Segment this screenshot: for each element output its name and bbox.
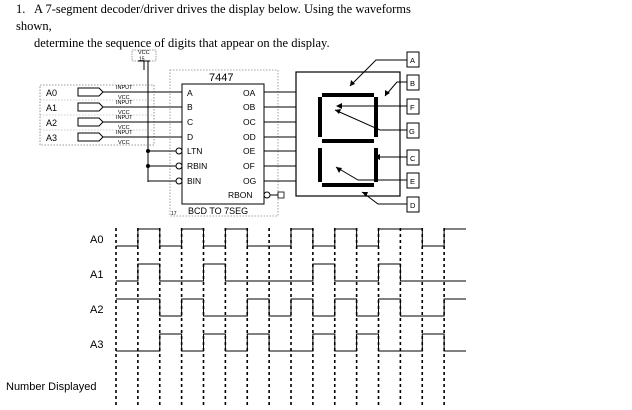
pin-od: OD <box>243 132 256 142</box>
segment-box-c: C <box>406 149 420 166</box>
question-text: 1.A 7-segment decoder/driver drives the … <box>16 1 446 52</box>
vcc-tag-a2: VCC <box>118 125 130 131</box>
input-port-a2: A2 INPUT VCC <box>46 115 182 131</box>
pin-rbin: RBIN <box>187 161 207 171</box>
input-label-a0: A0 <box>46 88 57 98</box>
chip-title: 7447 <box>209 72 233 84</box>
pin-oe: OE <box>243 146 256 156</box>
input-tag-a2: INPUT <box>116 115 133 121</box>
waveforms <box>116 228 466 352</box>
pin-rbon: RBON <box>228 190 253 200</box>
timing-label-a1: A1 <box>90 269 103 281</box>
input-tag-a0: INPUT <box>116 85 133 91</box>
pin-b: B <box>187 102 193 112</box>
question-line-1: A 7-segment decoder/driver drives the di… <box>16 2 411 33</box>
question-line-2: determine the sequence of digits that ap… <box>34 36 330 50</box>
segment-box-b: B <box>406 74 420 91</box>
timing-label-a3: A3 <box>90 339 103 351</box>
segment-box-f: F <box>406 98 420 115</box>
vcc-tag-a3: VCC <box>118 140 130 146</box>
timing-label-a0: A0 <box>90 234 103 246</box>
pin-ob: OB <box>243 102 256 112</box>
vcc-label: VCC <box>138 50 150 56</box>
pin-a: A <box>187 88 193 98</box>
pin-c: C <box>187 117 193 127</box>
vcc-number: 15 <box>139 57 145 63</box>
segment-box-a-label: A <box>410 56 415 65</box>
chip-subtitle: BCD TO 7SEG <box>188 206 248 216</box>
input-port-a3: A3 INPUT VCC <box>46 130 182 146</box>
input-ports: A0 INPUT VCC A1 INPUT VCC A2 INPUT VCC A… <box>39 84 182 146</box>
input-label-a3: A3 <box>46 133 57 143</box>
time-markers <box>115 228 445 408</box>
pin-of: OF <box>243 161 255 171</box>
segment-box-c-label: C <box>410 154 416 163</box>
waveform-a0 <box>116 228 466 247</box>
input-tag-a3: INPUT <box>116 130 133 136</box>
segment-box-g: G <box>406 122 420 139</box>
input-label-a2: A2 <box>46 118 57 128</box>
vcc-tag-a1: VCC <box>118 110 130 116</box>
input-tag-a1: INPUT <box>116 100 133 106</box>
segment-box-b-label: B <box>410 79 415 88</box>
pin-oa: OA <box>243 88 256 98</box>
timing-diagram: A0 A1 A2 A3 Number Displayed <box>6 228 466 408</box>
seven-segment-display <box>295 71 401 197</box>
segment-box-d: D <box>406 196 420 213</box>
segment-box-a: A <box>406 51 420 68</box>
segment-box-e-label: E <box>410 177 415 186</box>
segment-box-e: E <box>406 172 420 189</box>
chip-ref: 17 <box>171 211 177 217</box>
waveform-a2 <box>116 298 466 317</box>
segment-box-g-label: G <box>409 127 415 136</box>
pin-bin: BIN <box>187 176 201 186</box>
pin-ltn: LTN <box>187 146 202 156</box>
vcc-tag-a0: VCC <box>118 95 130 101</box>
input-port-a1: A1 INPUT VCC <box>46 100 182 116</box>
decoder-chip-7447: 7447 BCD TO 7SEG 17 A B C D LTN RBIN BIN… <box>146 69 285 217</box>
waveform-a3 <box>116 333 466 352</box>
timing-label-a2: A2 <box>90 304 103 316</box>
segment-box-d-label: D <box>410 201 416 210</box>
number-displayed-label: Number Displayed <box>6 381 96 393</box>
pin-og: OG <box>243 176 256 186</box>
input-port-a0: A0 INPUT VCC <box>46 85 182 101</box>
input-label-a1: A1 <box>46 103 57 113</box>
pin-oc: OC <box>243 117 256 127</box>
segment-box-f-label: F <box>410 103 415 112</box>
pin-d: D <box>187 132 193 142</box>
segment-callouts: A B F G C E D <box>334 51 420 213</box>
waveform-a1 <box>116 263 466 282</box>
vcc-source: VCC 15 <box>131 49 157 182</box>
question-number: 1. <box>16 2 26 16</box>
